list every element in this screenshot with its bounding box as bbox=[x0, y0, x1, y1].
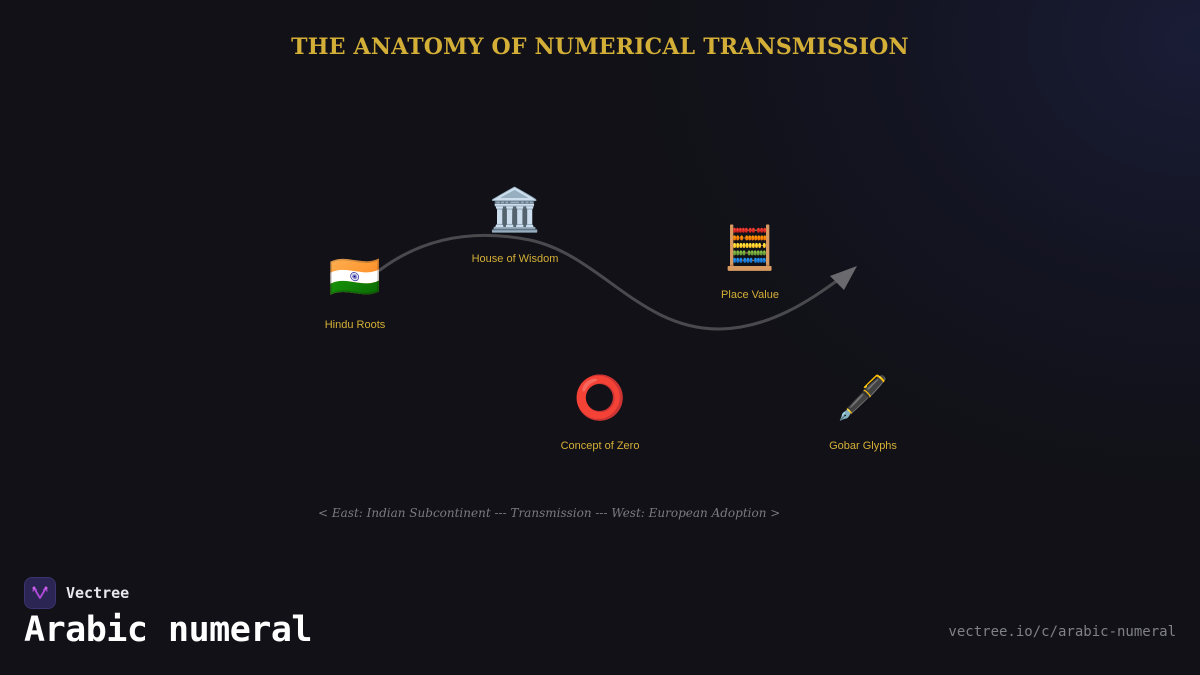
india-flag-icon: 🇮🇳 bbox=[328, 255, 382, 301]
node-label: Place Value bbox=[721, 289, 779, 301]
node-label: Hindu Roots bbox=[324, 319, 386, 331]
page-heading: Arabic numeral bbox=[24, 610, 313, 650]
arrowhead-icon bbox=[830, 266, 857, 290]
page-url-link[interactable]: vectree.io/c/arabic-numeral bbox=[948, 624, 1176, 640]
hollow-red-circle-icon: ⭕ bbox=[573, 376, 627, 422]
brand[interactable]: Vectree bbox=[24, 577, 129, 609]
node-place-value: 🧮 Place Value bbox=[680, 224, 820, 301]
fountain-pen-icon: 🖋️ bbox=[836, 376, 890, 422]
vectree-logo-icon bbox=[24, 577, 56, 609]
node-concept-of-zero: ⭕ Concept of Zero bbox=[530, 374, 670, 452]
node-label: Gobar Glyphs bbox=[829, 440, 897, 452]
abacus-icon: 🧮 bbox=[723, 226, 777, 272]
node-hindu-roots: 🇮🇳 Hindu Roots bbox=[285, 253, 425, 331]
node-house-of-wisdom: 🏛️ House of Wisdom bbox=[445, 186, 585, 265]
transmission-curve bbox=[378, 233, 840, 331]
east-west-axis-caption: < East: Indian Subcontinent --- Transmis… bbox=[318, 506, 781, 520]
node-label: Concept of Zero bbox=[560, 440, 640, 452]
node-label: House of Wisdom bbox=[471, 253, 559, 265]
brand-name: Vectree bbox=[66, 584, 130, 602]
diagram-title: THE ANATOMY OF NUMERICAL TRANSMISSION bbox=[291, 34, 909, 60]
classical-building-icon: 🏛️ bbox=[488, 188, 542, 234]
node-gobar-glyphs: 🖋️ Gobar Glyphs bbox=[793, 374, 933, 452]
